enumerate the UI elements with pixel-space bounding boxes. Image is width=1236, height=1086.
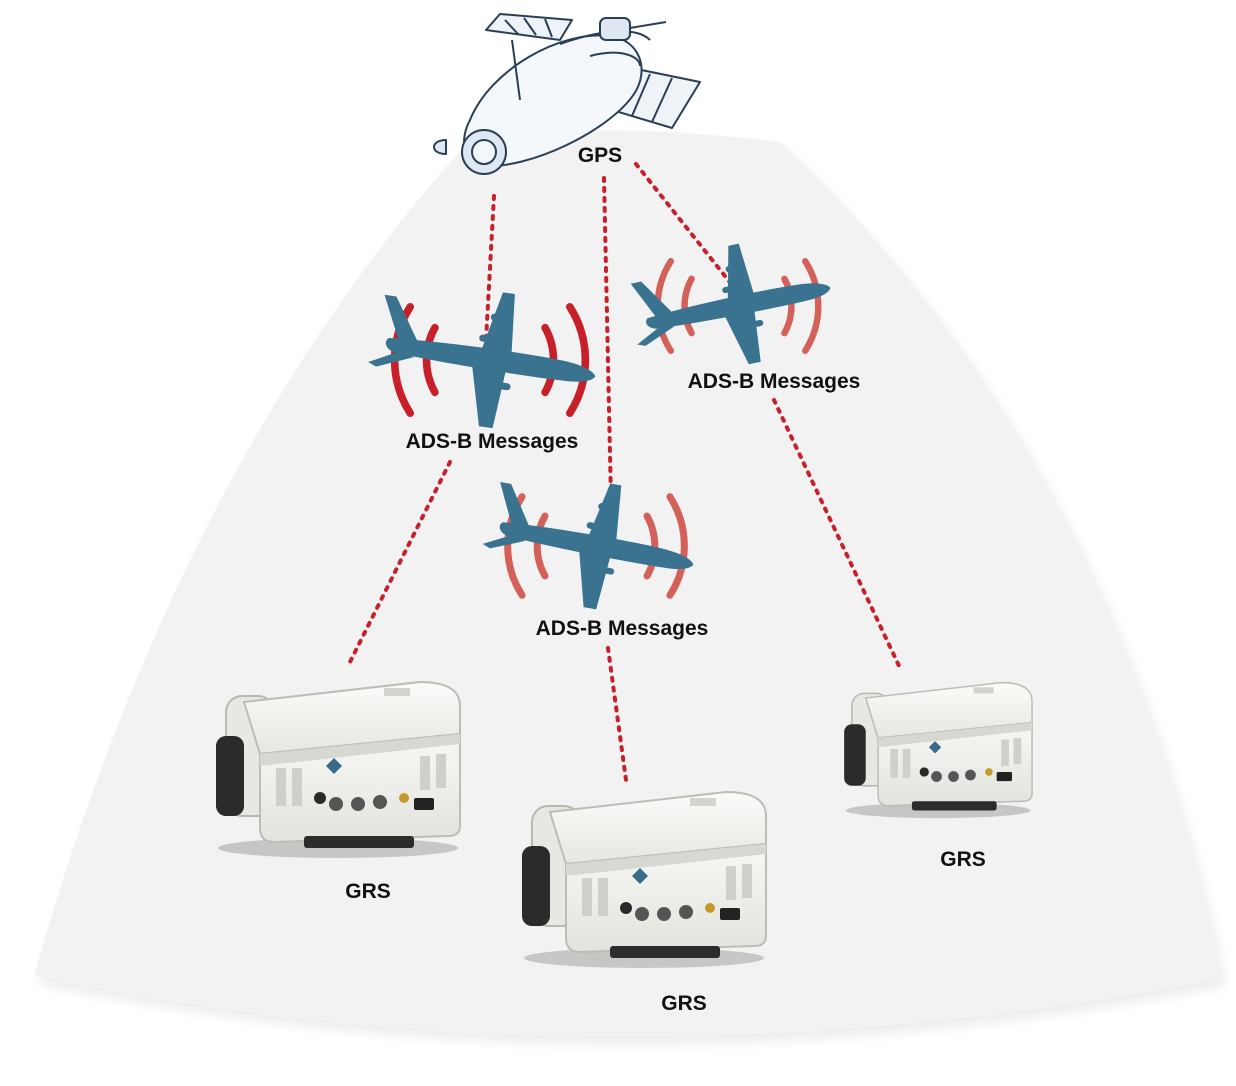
link-left-aircraft-to-left-grs [348,460,452,664]
link-right-aircraft-to-right-grs [772,398,902,670]
aircraft-left-label: ADS-B Messages [406,430,579,453]
grs-right-label: GRS [940,848,986,871]
link-gps-to-left-aircraft [484,194,496,342]
gps-label: GPS [578,144,622,167]
link-center-aircraft-to-center-grs [606,646,628,782]
grs-left-label: GRS [345,880,391,903]
link-gps-to-right-aircraft [634,162,746,302]
aircraft-right-label: ADS-B Messages [688,370,861,393]
aircraft-center-label: ADS-B Messages [536,617,709,640]
link-gps-to-center-aircraft [602,176,613,502]
data-links [348,162,902,782]
grs-center-label: GRS [661,992,707,1015]
